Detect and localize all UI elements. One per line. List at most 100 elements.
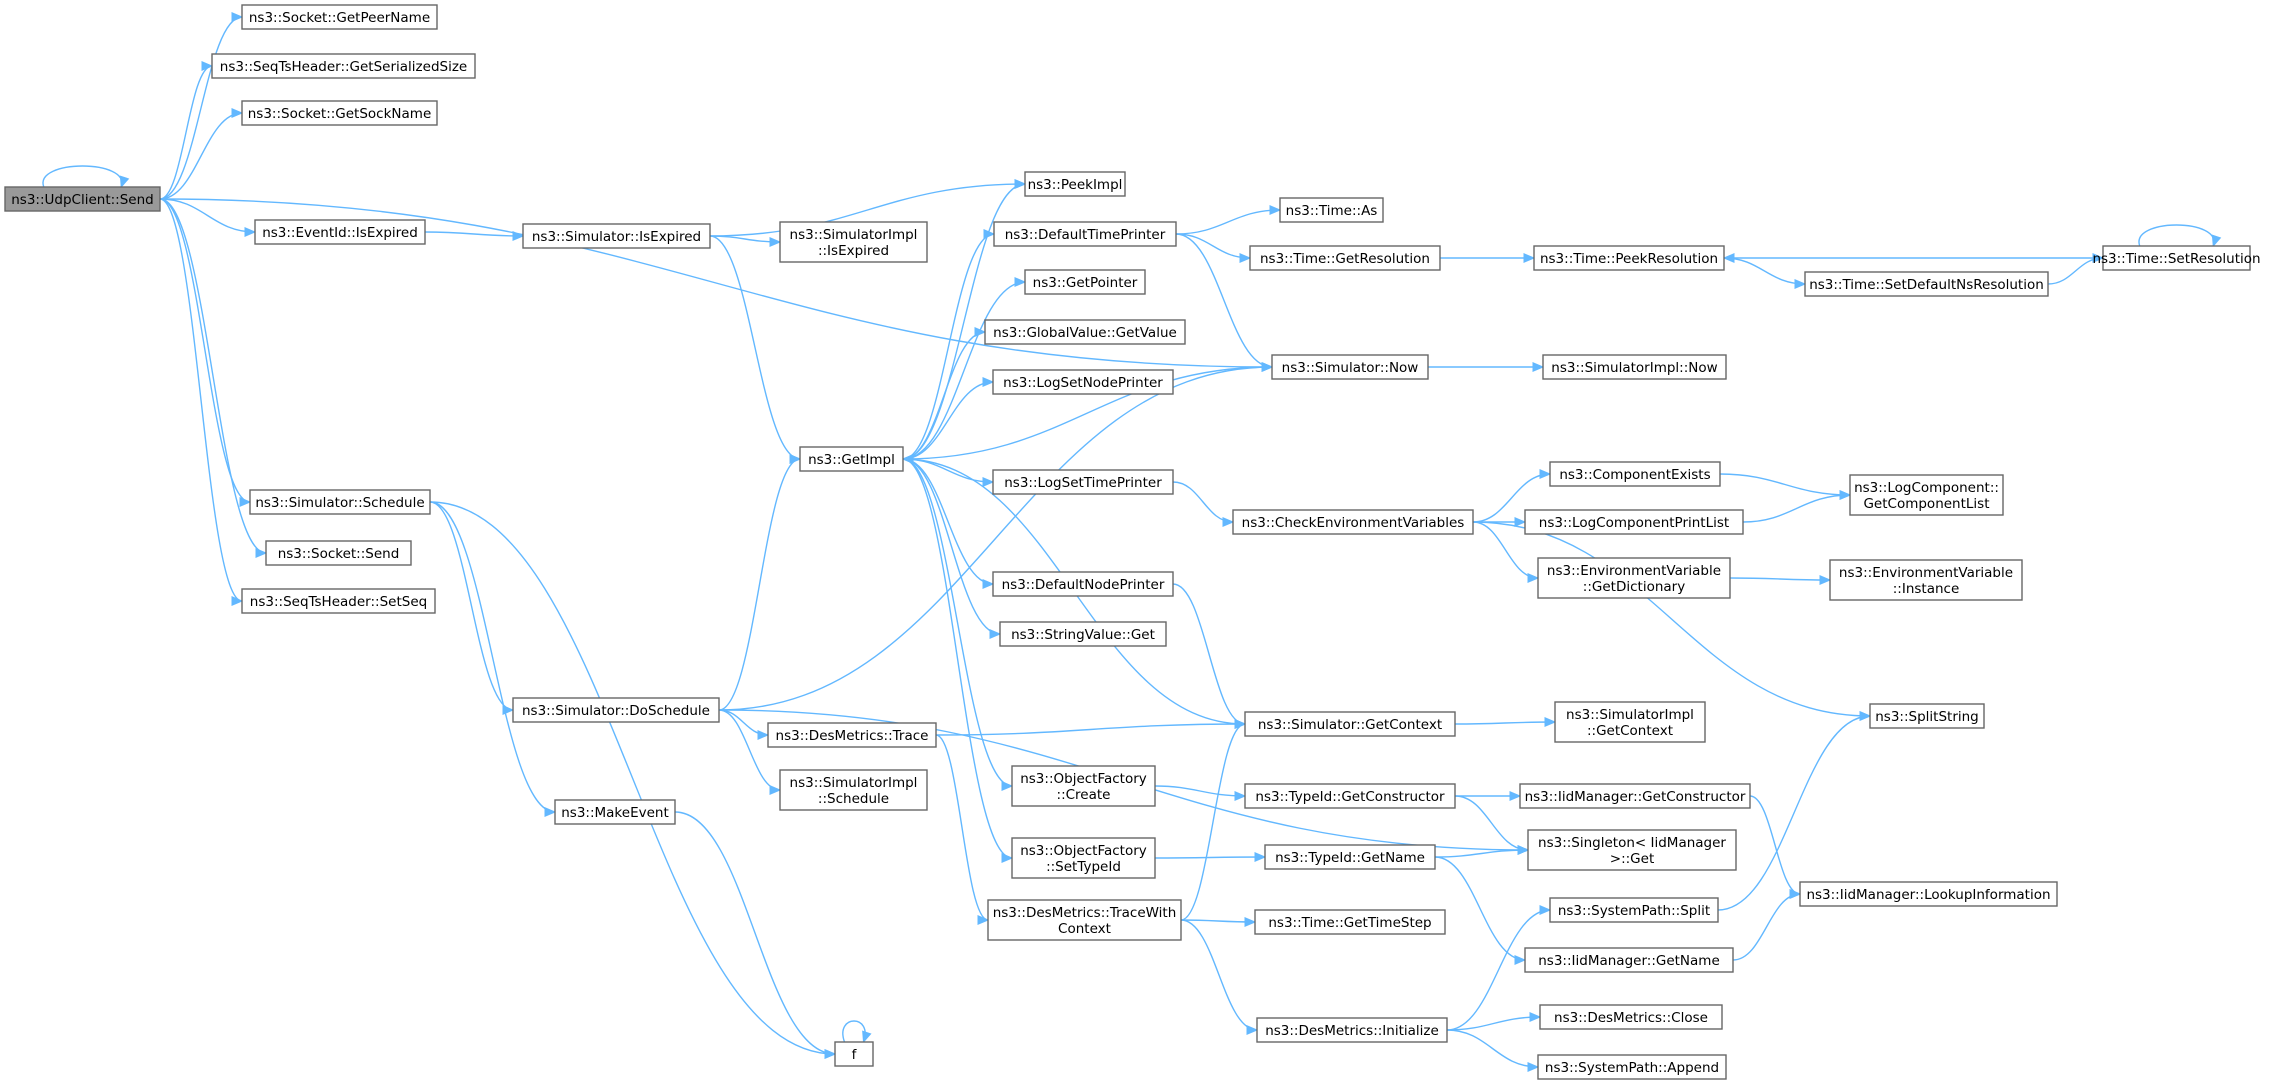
node-des-initialize[interactable]: ns3::DesMetrics::Initialize [1256, 1017, 1448, 1043]
edge-des-trace-to-sim-getcontext [935, 719, 1247, 736]
node-typeid-getname[interactable]: ns3::TypeId::GetName [1264, 844, 1436, 870]
edge-objfactory-settypeid-to-typeid-getname-line [1154, 856, 1266, 859]
node-label: ns3::IidManager::LookupInformation [1806, 887, 2050, 903]
edge-des-tracewithcontext-to-time-gettimestep-line [1180, 919, 1256, 923]
node-default-time-printer[interactable]: ns3::DefaultTimePrinter [993, 221, 1177, 247]
edge-f-to-f [842, 1020, 872, 1044]
node-label: ns3::Socket::GetSockName [248, 106, 432, 122]
node-gv-getvalue[interactable]: ns3::GlobalValue::GetValue [984, 319, 1186, 345]
node-box [999, 621, 1167, 647]
node-box [1549, 897, 1719, 923]
edge-typeid-getname-to-iid-getname-arrowhead [1514, 955, 1527, 965]
node-box [1527, 829, 1737, 871]
node-simimpl-now[interactable]: ns3::SimulatorImpl::Now [1542, 354, 1727, 380]
node-iid-getname[interactable]: ns3::IidManager::GetName [1524, 947, 1734, 973]
node-singleton-get[interactable]: ns3::Singleton< IidManager>::Get [1527, 829, 1737, 871]
edge-event-expired-to-sim-isexpired-arrowhead [512, 231, 525, 241]
node-label: ::GetContext [1587, 723, 1673, 739]
node-sock-peer[interactable]: ns3::Socket::GetPeerName [241, 4, 438, 30]
node-time-setresolution[interactable]: ns3::Time::SetResolution [2092, 245, 2261, 271]
edge-des-trace-to-sim-getcontext-line [935, 723, 1246, 736]
node-label: ns3::DesMetrics::TraceWith [993, 905, 1177, 921]
node-label: ns3::DesMetrics::Initialize [1265, 1023, 1439, 1039]
node-label: GetComponentList [1863, 496, 1989, 512]
node-time-peekresolution[interactable]: ns3::Time::PeekResolution [1533, 245, 1725, 271]
node-typeid-getconstructor[interactable]: ns3::TypeId::GetConstructor [1244, 783, 1456, 809]
node-log-set-time-printer[interactable]: ns3::LogSetTimePrinter [992, 469, 1174, 495]
node-sock-send[interactable]: ns3::Socket::Send [265, 540, 412, 566]
edge-des-initialize-to-systempath-append-arrowhead [1527, 1062, 1540, 1072]
node-des-close[interactable]: ns3::DesMetrics::Close [1539, 1004, 1723, 1030]
node-split-string[interactable]: ns3::SplitString [1869, 703, 1985, 729]
edge-sim-now-to-simimpl-now-arrowhead [1532, 362, 1545, 372]
node-box [1024, 269, 1146, 295]
edge-get-impl-to-default-node-printer-line [902, 458, 994, 585]
node-seqts-setseq[interactable]: ns3::SeqTsHeader::SetSeq [241, 588, 436, 614]
node-envvar-getdictionary[interactable]: ns3::EnvironmentVariable::GetDictionary [1537, 557, 1731, 599]
edge-typeid-getname-to-singleton-get-arrowhead [1517, 845, 1530, 855]
node-seqts-size[interactable]: ns3::SeqTsHeader::GetSerializedSize [211, 53, 476, 79]
node-stringvalue-get[interactable]: ns3::StringValue::Get [999, 621, 1167, 647]
edge-sim-doschedule-to-simimpl-schedule-line [718, 709, 781, 791]
node-log-component-printlist[interactable]: ns3::LogComponentPrintList [1524, 509, 1744, 535]
node-sock-name[interactable]: ns3::Socket::GetSockName [241, 100, 438, 126]
node-label: ns3::GetPointer [1033, 275, 1138, 291]
node-get-impl[interactable]: ns3::GetImpl [799, 446, 904, 472]
node-peek-impl[interactable]: ns3::PeekImpl [1024, 171, 1126, 197]
node-label: f [852, 1047, 858, 1063]
node-sim-schedule[interactable]: ns3::Simulator::Schedule [249, 489, 431, 515]
node-sim-now[interactable]: ns3::Simulator::Now [1271, 354, 1429, 380]
node-logcomponent-getlist[interactable]: ns3::LogComponent::GetComponentList [1849, 474, 2004, 516]
node-label: ns3::ComponentExists [1559, 467, 1710, 483]
node-sim-doschedule[interactable]: ns3::Simulator::DoSchedule [512, 697, 720, 723]
node-make-event[interactable]: ns3::MakeEvent [554, 799, 676, 825]
edge-des-initialize-to-systempath-split [1446, 905, 1552, 1031]
node-check-env[interactable]: ns3::CheckEnvironmentVariables [1232, 509, 1474, 535]
node-sim-getcontext[interactable]: ns3::Simulator::GetContext [1244, 711, 1456, 737]
edge-get-impl-to-objfactory-settypeid [902, 458, 1014, 863]
node-iid-getconstructor[interactable]: ns3::IidManager::GetConstructor [1519, 783, 1751, 809]
edge-sim-schedule-to-f-line [429, 501, 836, 1055]
node-time-getresolution[interactable]: ns3::Time::GetResolution [1249, 245, 1441, 271]
node-get-pointer[interactable]: ns3::GetPointer [1024, 269, 1146, 295]
node-iid-lookup[interactable]: ns3::IidManager::LookupInformation [1799, 881, 2058, 907]
node-f[interactable]: f [834, 1041, 874, 1067]
node-box [1254, 909, 1446, 935]
edge-udp-send-to-sock-name [159, 108, 244, 200]
node-box [1264, 844, 1436, 870]
edge-sim-schedule-to-f [429, 501, 837, 1059]
edge-time-peekresolution-to-time-setdefaultns [1723, 257, 1807, 289]
edge-make-event-to-f-line [674, 811, 836, 1055]
node-simimpl-schedule[interactable]: ns3::SimulatorImpl::Schedule [779, 769, 928, 811]
edge-udp-send-to-seqts-size [159, 61, 214, 200]
node-log-set-node-printer[interactable]: ns3::LogSetNodePrinter [992, 369, 1174, 395]
node-box [992, 469, 1174, 495]
node-box [265, 540, 412, 566]
node-systempath-append[interactable]: ns3::SystemPath::Append [1537, 1054, 1727, 1080]
node-box [241, 588, 436, 614]
edge-systempath-split-to-split-string [1717, 711, 1872, 911]
node-simimpl-isexpired[interactable]: ns3::SimulatorImpl::IsExpired [779, 221, 928, 263]
node-udp-send[interactable]: ns3::UdpClient::Send [4, 186, 161, 212]
node-envvar-instance[interactable]: ns3::EnvironmentVariable::Instance [1829, 559, 2023, 601]
node-component-exists[interactable]: ns3::ComponentExists [1549, 461, 1721, 487]
node-sim-isexpired[interactable]: ns3::Simulator::IsExpired [522, 223, 711, 249]
edge-sim-getcontext-to-get-impl-arrowhead [901, 454, 914, 464]
node-objfactory-settypeid[interactable]: ns3::ObjectFactory::SetTypeId [1011, 837, 1156, 879]
edge-objfactory-create-to-typeid-getconstructor [1154, 785, 1247, 801]
node-simimpl-getcontext[interactable]: ns3::SimulatorImpl::GetContext [1554, 701, 1706, 743]
edge-get-impl-to-peek-impl-arrowhead [1014, 179, 1027, 189]
node-default-node-printer[interactable]: ns3::DefaultNodePrinter [992, 571, 1174, 597]
node-objfactory-create[interactable]: ns3::ObjectFactory::Create [1011, 765, 1156, 807]
node-des-trace[interactable]: ns3::DesMetrics::Trace [767, 722, 937, 748]
node-event-expired[interactable]: ns3::EventId::IsExpired [254, 219, 426, 245]
edge-get-impl-to-log-set-time-printer-arrowhead [982, 477, 995, 487]
node-time-as[interactable]: ns3::Time::As [1279, 197, 1384, 223]
edge-sim-isexpired-to-simimpl-isexpired-arrowhead [769, 237, 782, 247]
edge-des-tracewithcontext-to-des-initialize-arrowhead [1246, 1025, 1259, 1035]
edge-time-peekresolution-to-time-setdefaultns-line [1723, 257, 1806, 285]
node-time-setdefaultns[interactable]: ns3::Time::SetDefaultNsResolution [1804, 271, 2049, 297]
node-time-gettimestep[interactable]: ns3::Time::GetTimeStep [1254, 909, 1446, 935]
node-systempath-split[interactable]: ns3::SystemPath::Split [1549, 897, 1719, 923]
